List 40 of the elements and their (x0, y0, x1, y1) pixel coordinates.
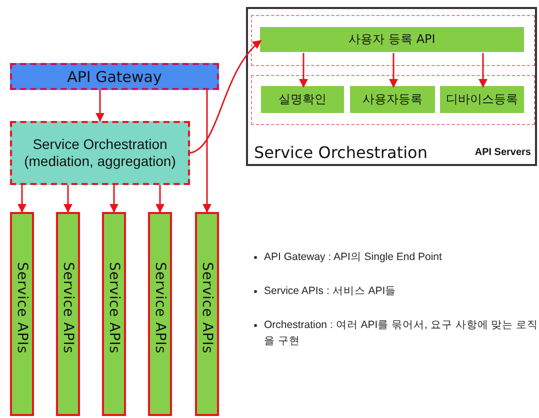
arrow (64, 185, 72, 213)
gateway-box (10, 63, 219, 90)
arrow (96, 90, 104, 122)
panel-tag: API Servers (474, 147, 531, 158)
api-box (260, 27, 524, 52)
bullet-note: API Gateway : API의 Single End Point (264, 250, 443, 265)
api-box (350, 86, 435, 113)
node-label: Service APIs (152, 262, 168, 354)
arrow (18, 185, 26, 213)
arrow (110, 185, 118, 213)
node-label: Service APIs (199, 262, 215, 354)
api-servers-panel (246, 7, 537, 166)
node-label: 사용자 등록 API (348, 32, 436, 47)
node-label: 디바이스등록 (446, 92, 518, 107)
node-label: API Gateway (67, 68, 162, 86)
node-label: 사용자등록 (362, 92, 422, 107)
arrow (389, 53, 398, 88)
service-api-bar (102, 212, 126, 416)
orchestration-box (10, 121, 190, 185)
api-box (261, 86, 344, 113)
service-api-bar (56, 212, 80, 416)
node-label: 실명확인 (278, 92, 326, 107)
arrow (156, 185, 164, 213)
arrow (202, 90, 212, 213)
arrow (190, 40, 262, 154)
service-api-bar (10, 212, 34, 416)
dashed-region (251, 75, 535, 125)
arrow (299, 53, 308, 88)
node-label: Service APIs (106, 262, 122, 354)
arrow (478, 53, 488, 88)
dashed-region (251, 15, 535, 66)
bullet-note: Service APIs : 서비스 API들 (264, 284, 398, 300)
node-label: Service APIs (14, 262, 30, 354)
panel-title: Service Orchestration (254, 143, 428, 162)
service-api-bar (148, 212, 172, 416)
service-api-bar (195, 212, 219, 416)
node-label: Service Orchestration (mediation, aggregation) (23, 136, 177, 170)
bullet-note: Orchestration : 여러 API를 묶어서, 요구 사항에 맞는 로직을 구현 (264, 318, 539, 349)
api-box (440, 86, 524, 113)
node-label: Service APIs (60, 262, 76, 354)
